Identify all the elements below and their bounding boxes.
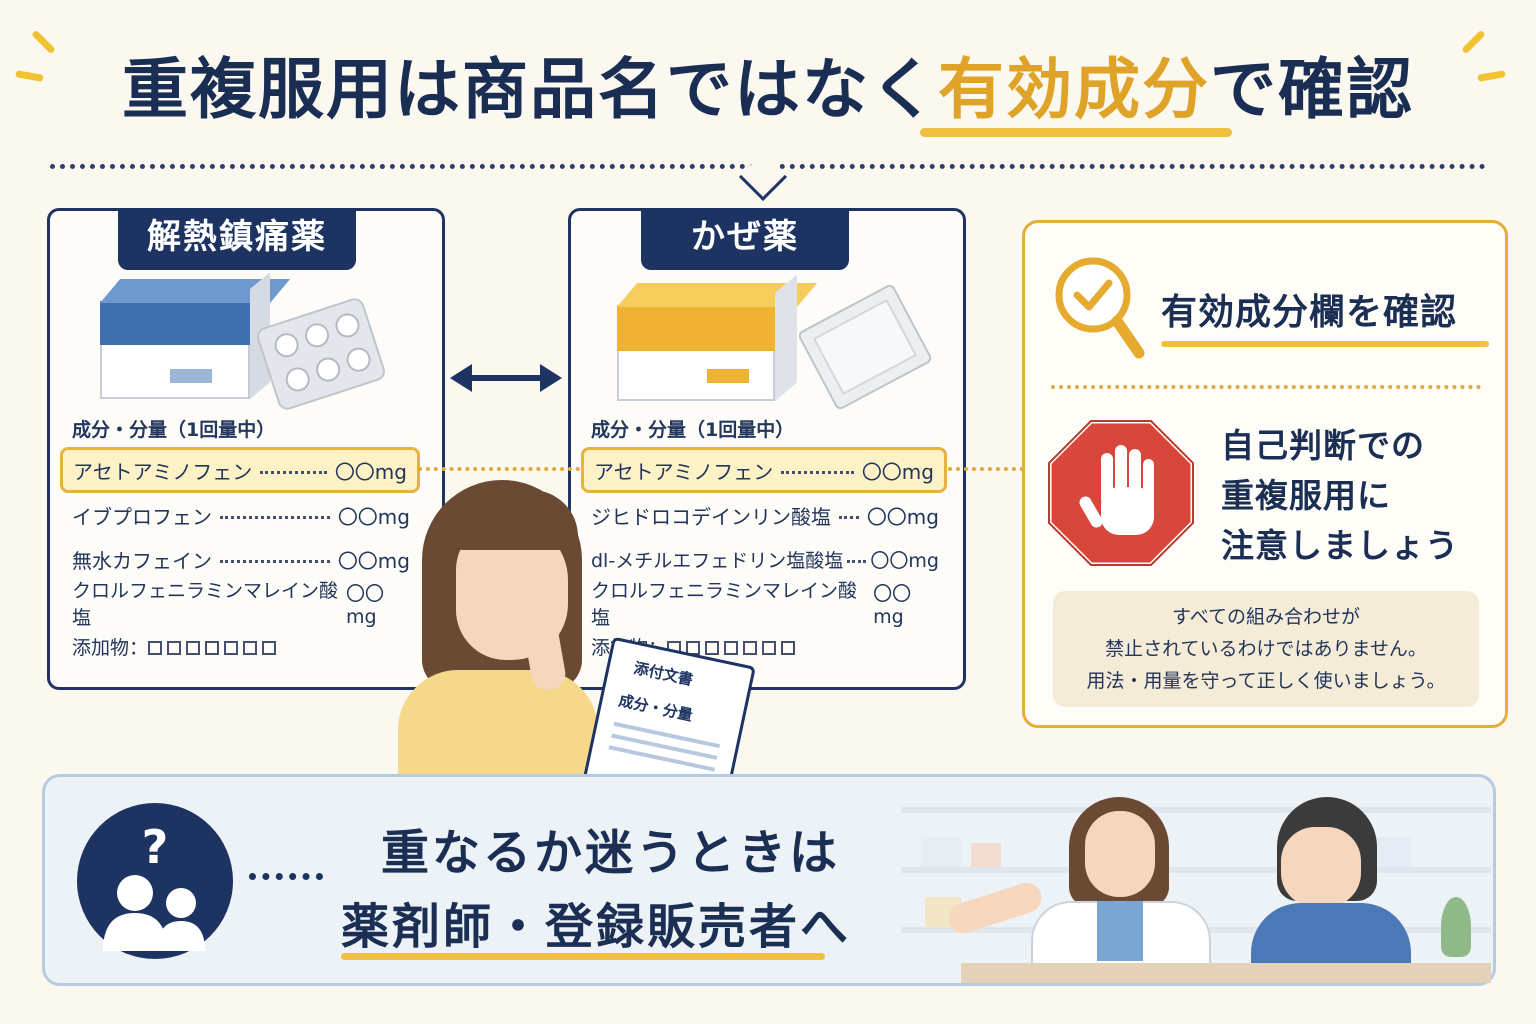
medicine-box-icon (617, 274, 818, 401)
ingredient-row: イブプロフェン〇〇mg (72, 504, 410, 529)
card-label: 解熱鎮痛薬 (118, 208, 356, 270)
check-title-underline (1161, 341, 1489, 347)
ingredient-row: ジヒドロコデインリン酸塩〇〇mg (591, 504, 939, 529)
ingredient-row-highlighted: アセトアミノフェン〇〇mg (581, 447, 947, 493)
medicine-box-icon (100, 272, 291, 399)
chevron-down-icon (738, 152, 788, 202)
dots-separator (249, 873, 323, 880)
connector-line (948, 467, 1024, 471)
powder-packet-icon (796, 282, 934, 412)
note-box: すべての組み合わせが 禁止されているわけではありません。 用法・用量を守って正し… (1053, 591, 1479, 707)
connector-line (418, 467, 580, 471)
woman-reading-illustration: 添付文書 成分・分量 (398, 480, 756, 832)
ingredient-row: クロルフェニラミンマレイン酸塩〇〇mg (72, 580, 385, 629)
check-title: 有効成分欄を確認 (1161, 292, 1458, 333)
card-label: かぜ薬 (641, 208, 849, 270)
blister-pack-icon (254, 295, 388, 413)
ingredients-header: 成分・分量（1回量中） (591, 419, 795, 441)
consult-line2: 薬剤師・登録販売者へ (341, 899, 852, 955)
warning-text: 自己判断での 重複服用に 注意しましょう (1221, 426, 1459, 565)
ingredients-header: 成分・分量（1回量中） (72, 419, 276, 441)
consult-underline (341, 953, 825, 960)
title-text-end: で確認 (1210, 51, 1414, 128)
page-title: 重複服用は商品名ではなく有効成分で確認 (0, 40, 1536, 140)
stop-hand-icon (1046, 418, 1196, 568)
consult-line1: 重なるか迷うときは (381, 825, 841, 881)
ingredient-row: クロルフェニラミンマレイン酸塩〇〇mg (591, 580, 912, 629)
divider (1051, 385, 1481, 389)
question-people-icon: ? (77, 803, 233, 959)
plant-icon (1441, 897, 1471, 957)
pharmacy-scene (901, 797, 1491, 983)
ingredient-row: 無水カフェイン〇〇mg (72, 548, 410, 573)
svg-text:?: ? (142, 820, 169, 874)
ingredient-row-highlighted: アセトアミノフェン〇〇mg (60, 447, 420, 493)
title-highlight: 有効成分 (938, 51, 1210, 128)
product-card-cold: かぜ薬 成分・分量（1回量中） アセトアミノフェン〇〇mg ジヒドロコデインリン… (568, 208, 966, 690)
title-underline (920, 128, 1232, 137)
check-panel: 有効成分欄を確認 自己判断での 重複服用に 注意しましょう すべての組み合わせが… (1022, 220, 1508, 728)
title-text: 重複服用は商品名ではなく (122, 51, 938, 128)
product-card-analgesic: 解熱鎮痛薬 成分・分量（1回量中） アセトアミノフェン〇〇mg イブプロフェン〇… (47, 208, 445, 690)
double-arrow-icon (450, 364, 562, 392)
magnifier-check-icon (1055, 257, 1145, 359)
consult-panel: ? 重なるか迷うときは 薬剤師・登録販売者へ (42, 774, 1496, 986)
ingredient-row: dl-メチルエフェドリン塩酸塩〇〇mg (591, 549, 939, 572)
additive-row: 添加物： (72, 633, 281, 660)
